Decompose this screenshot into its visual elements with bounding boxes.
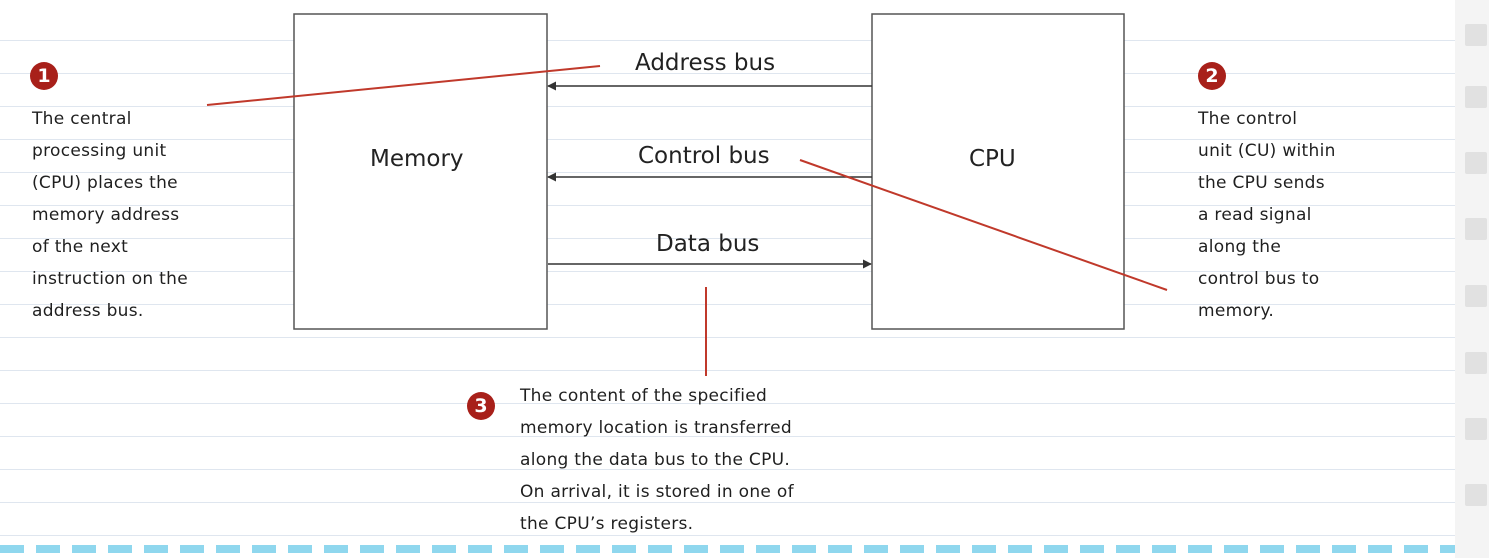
memory-box [293, 13, 548, 330]
strip-tab [1465, 418, 1487, 440]
callout-line-2 [799, 159, 1168, 291]
strip-tab [1465, 484, 1487, 506]
strip-tab [1465, 24, 1487, 46]
step-2-note: The control unit (CU) within the CPU sen… [1198, 109, 1336, 321]
strip-tab [1465, 86, 1487, 108]
cpu-box [871, 13, 1125, 330]
data-bus-label: Data bus [656, 231, 760, 257]
callout-line-1 [206, 65, 601, 106]
control-bus-label: Control bus [638, 143, 770, 169]
strip-tab [1465, 285, 1487, 307]
step-2-badge: 2 [1198, 62, 1226, 90]
strip-tab [1465, 352, 1487, 374]
step-3-badge: 3 [467, 392, 495, 420]
step-1-badge: 1 [30, 62, 58, 90]
dashed-divider [0, 545, 1455, 553]
step-1-note: The central processing unit (CPU) places… [32, 109, 188, 321]
memory-label: Memory [370, 146, 464, 172]
cpu-label: CPU [969, 146, 1016, 172]
step-3-note: The content of the specified memory loca… [520, 386, 794, 534]
address-bus-label: Address bus [635, 50, 776, 76]
strip-tab [1465, 218, 1487, 240]
strip-tab [1465, 152, 1487, 174]
